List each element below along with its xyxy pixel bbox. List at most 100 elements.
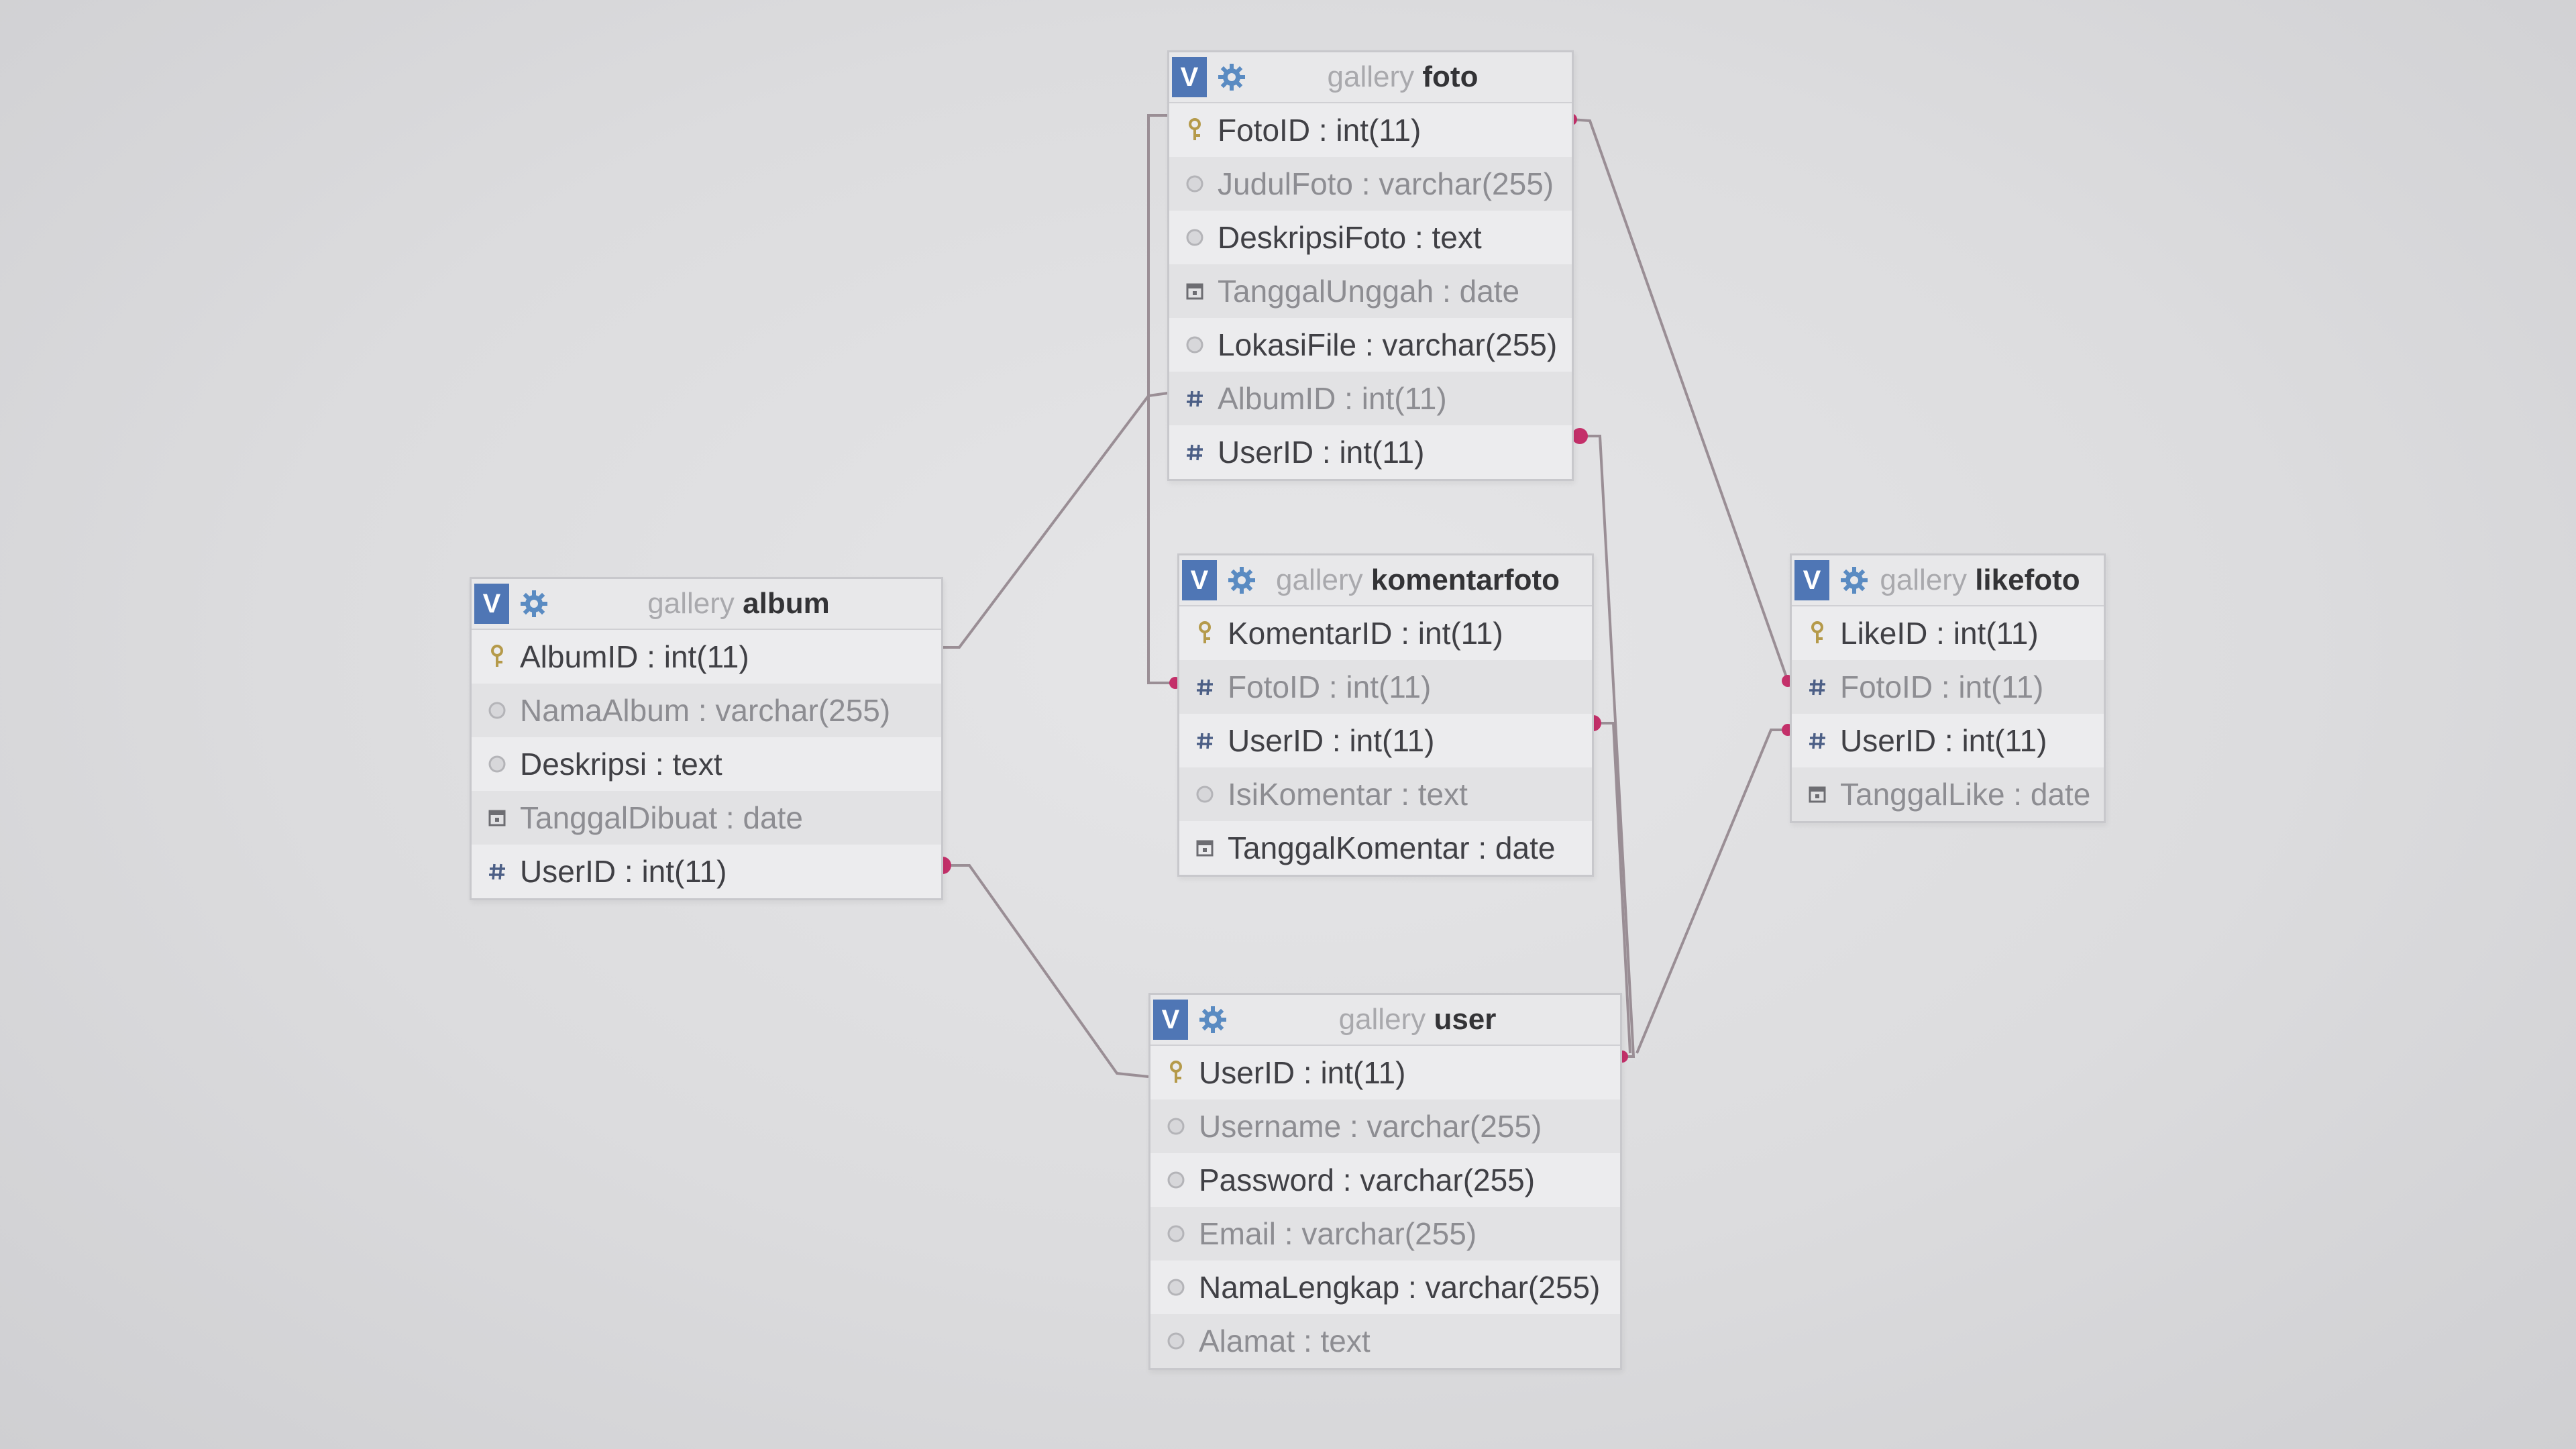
column-row[interactable]: UserID : int(11) bbox=[1169, 425, 1572, 479]
column-label: UserID : int(11) bbox=[520, 854, 727, 889]
column-label: NamaAlbum : varchar(255) bbox=[520, 693, 891, 728]
hash-icon bbox=[1804, 674, 1831, 700]
hash-icon bbox=[1804, 727, 1831, 754]
column-label: AlbumID : int(11) bbox=[520, 639, 749, 674]
column-label: UserID : int(11) bbox=[1199, 1055, 1406, 1090]
column-label: UserID : int(11) bbox=[1228, 723, 1435, 758]
gear-icon[interactable] bbox=[1216, 62, 1247, 93]
column-row[interactable]: FotoID : int(11) bbox=[1169, 103, 1572, 157]
column-label: TanggalDibuat : date bbox=[520, 800, 803, 835]
table-header[interactable]: V gallery foto bbox=[1169, 52, 1572, 103]
column-label: TanggalKomentar : date bbox=[1228, 830, 1556, 865]
date-icon bbox=[1181, 278, 1208, 305]
table-title: gallery komentarfoto bbox=[1257, 564, 1592, 597]
relation-dot bbox=[1572, 428, 1588, 444]
date-icon bbox=[1804, 781, 1831, 808]
column-row[interactable]: Alamat : text bbox=[1150, 1314, 1620, 1368]
database-name: gallery bbox=[647, 587, 735, 620]
column-row[interactable]: LikeID : int(11) bbox=[1792, 606, 2104, 660]
column-icon bbox=[1163, 1328, 1189, 1354]
column-row[interactable]: TanggalDibuat : date bbox=[472, 791, 941, 845]
column-label: Password : varchar(255) bbox=[1199, 1163, 1536, 1197]
column-row[interactable]: DeskripsiFoto : text bbox=[1169, 211, 1572, 264]
toggle-columns-icon[interactable]: V bbox=[1182, 560, 1217, 600]
date-icon bbox=[484, 804, 511, 831]
database-name: gallery bbox=[1327, 60, 1415, 93]
column-row[interactable]: UserID : int(11) bbox=[1792, 714, 2104, 767]
column-row[interactable]: Password : varchar(255) bbox=[1150, 1153, 1620, 1207]
column-list: FotoID : int(11) JudulFoto : varchar(255)… bbox=[1169, 103, 1572, 479]
column-row[interactable]: FotoID : int(11) bbox=[1792, 660, 2104, 714]
column-label: LokasiFile : varchar(255) bbox=[1218, 327, 1558, 362]
column-row[interactable]: NamaLengkap : varchar(255) bbox=[1150, 1260, 1620, 1314]
gear-icon[interactable] bbox=[1839, 565, 1870, 596]
table-name: likefoto bbox=[1975, 564, 2080, 596]
toggle-columns-icon[interactable]: V bbox=[474, 584, 509, 624]
table-name: album bbox=[743, 587, 830, 620]
column-label: UserID : int(11) bbox=[1840, 723, 2047, 758]
column-list: AlbumID : int(11) NamaAlbum : varchar(255… bbox=[472, 630, 941, 898]
toggle-columns-icon[interactable]: V bbox=[1172, 57, 1207, 97]
column-icon bbox=[484, 751, 511, 777]
column-label: Deskripsi : text bbox=[520, 747, 722, 782]
column-row[interactable]: JudulFoto : varchar(255) bbox=[1169, 157, 1572, 211]
table-header[interactable]: V gallery likefoto bbox=[1792, 555, 2104, 606]
column-label: KomentarID : int(11) bbox=[1228, 616, 1503, 651]
column-label: IsiKomentar : text bbox=[1228, 777, 1468, 812]
column-row[interactable]: Deskripsi : text bbox=[472, 737, 941, 791]
column-label: FotoID : int(11) bbox=[1840, 669, 2044, 704]
table-header[interactable]: V gallery album bbox=[472, 579, 941, 630]
column-label: AlbumID : int(11) bbox=[1218, 381, 1447, 416]
table-name: foto bbox=[1422, 60, 1479, 93]
column-icon bbox=[1181, 331, 1208, 358]
column-row[interactable]: UserID : int(11) bbox=[1179, 714, 1592, 767]
key-icon bbox=[484, 643, 511, 670]
column-list: KomentarID : int(11) FotoID : int(11) User… bbox=[1179, 606, 1592, 875]
column-label: Username : varchar(255) bbox=[1199, 1109, 1542, 1144]
toggle-columns-icon[interactable]: V bbox=[1153, 1000, 1188, 1040]
column-row[interactable]: TanggalUnggah : date bbox=[1169, 264, 1572, 318]
table-likefoto[interactable]: V gallery likefoto LikeID : int(11) FotoI… bbox=[1790, 553, 2106, 823]
column-list: UserID : int(11) Username : varchar(255) P… bbox=[1150, 1046, 1620, 1368]
date-icon bbox=[1191, 835, 1218, 861]
key-icon bbox=[1804, 620, 1831, 647]
column-row[interactable]: TanggalLike : date bbox=[1792, 767, 2104, 821]
table-title: gallery likefoto bbox=[1870, 564, 2104, 597]
toggle-columns-icon[interactable]: V bbox=[1794, 560, 1829, 600]
column-row[interactable]: Username : varchar(255) bbox=[1150, 1099, 1620, 1153]
column-row[interactable]: Email : varchar(255) bbox=[1150, 1207, 1620, 1260]
column-row[interactable]: UserID : int(11) bbox=[472, 845, 941, 898]
gear-icon[interactable] bbox=[1197, 1004, 1228, 1035]
table-album[interactable]: V gallery album AlbumID : int(11) NamaAlb… bbox=[470, 577, 943, 900]
column-row[interactable]: LokasiFile : varchar(255) bbox=[1169, 318, 1572, 372]
column-row[interactable]: UserID : int(11) bbox=[1150, 1046, 1620, 1099]
column-row[interactable]: KomentarID : int(11) bbox=[1179, 606, 1592, 660]
column-icon bbox=[1163, 1220, 1189, 1247]
column-label: NamaLengkap : varchar(255) bbox=[1199, 1270, 1601, 1305]
column-label: TanggalLike : date bbox=[1840, 777, 2091, 812]
column-label: FotoID : int(11) bbox=[1218, 113, 1421, 148]
table-header[interactable]: V gallery komentarfoto bbox=[1179, 555, 1592, 606]
table-title: gallery foto bbox=[1247, 60, 1572, 94]
column-row[interactable]: FotoID : int(11) bbox=[1179, 660, 1592, 714]
column-row[interactable]: NamaAlbum : varchar(255) bbox=[472, 684, 941, 737]
hash-icon bbox=[484, 858, 511, 885]
table-komentarfoto[interactable]: V gallery komentarfoto KomentarID : int(… bbox=[1177, 553, 1594, 877]
table-foto[interactable]: V gallery foto FotoID : int(11) JudulFoto… bbox=[1167, 50, 1574, 481]
table-header[interactable]: V gallery user bbox=[1150, 995, 1620, 1046]
column-row[interactable]: AlbumID : int(11) bbox=[1169, 372, 1572, 425]
column-label: Email : varchar(255) bbox=[1199, 1216, 1477, 1251]
gear-icon[interactable] bbox=[1226, 565, 1257, 596]
table-user[interactable]: V gallery user UserID : int(11) Username … bbox=[1148, 993, 1622, 1370]
column-label: FotoID : int(11) bbox=[1228, 669, 1432, 704]
column-row[interactable]: IsiKomentar : text bbox=[1179, 767, 1592, 821]
column-icon bbox=[1163, 1167, 1189, 1193]
database-name: gallery bbox=[1338, 1003, 1426, 1036]
column-row[interactable]: AlbumID : int(11) bbox=[472, 630, 941, 684]
hash-icon bbox=[1181, 439, 1208, 466]
relation-line bbox=[1570, 118, 1789, 682]
key-icon bbox=[1163, 1059, 1189, 1086]
column-row[interactable]: TanggalKomentar : date bbox=[1179, 821, 1592, 875]
gear-icon[interactable] bbox=[519, 588, 549, 619]
